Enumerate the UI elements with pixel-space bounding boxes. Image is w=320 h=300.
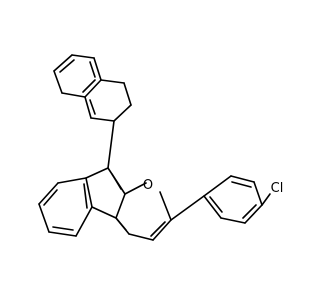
- bond-inner: [115, 217, 127, 231]
- bond: [85, 167, 109, 179]
- bond: [170, 195, 205, 221]
- bond: [115, 193, 126, 219]
- bond-inner: [89, 99, 96, 115]
- bond: [91, 206, 117, 219]
- bond: [84, 79, 102, 98]
- dihydronaphthalene-group: [53, 54, 132, 122]
- bond: [57, 177, 87, 184]
- bond-inner: [242, 204, 257, 219]
- bond: [100, 79, 125, 84]
- bond-inner: [83, 183, 88, 209]
- chlorine-atom-label: Cl: [271, 181, 284, 196]
- bond: [107, 120, 115, 169]
- bond: [253, 181, 263, 206]
- bond: [203, 175, 232, 197]
- bond: [113, 104, 132, 122]
- bond: [85, 177, 93, 208]
- bond: [123, 82, 132, 106]
- bond: [90, 117, 115, 122]
- bond: [159, 191, 172, 221]
- bond: [61, 92, 86, 98]
- bond: [93, 57, 102, 81]
- bond: [230, 175, 255, 183]
- bond-inner: [59, 59, 75, 73]
- bond: [220, 217, 246, 224]
- bond: [48, 231, 77, 237]
- bond: [75, 206, 93, 237]
- bond-inner: [43, 189, 58, 206]
- bond: [152, 219, 172, 241]
- bond-inner: [111, 173, 122, 190]
- bond-inner: [82, 79, 96, 93]
- bond: [53, 54, 73, 72]
- indenopyran-group: [38, 167, 172, 241]
- bond: [53, 70, 63, 94]
- bond: [71, 54, 95, 59]
- bond-inner: [89, 61, 96, 78]
- bond-inner: [150, 221, 166, 237]
- bond: [128, 233, 154, 241]
- bond-inner: [209, 196, 223, 213]
- bond: [203, 195, 222, 219]
- molecule-structure-diagram: O Cl: [38, 54, 284, 241]
- bond-inner: [231, 181, 252, 188]
- bond: [244, 204, 263, 224]
- bond: [84, 96, 92, 119]
- bond: [124, 182, 147, 195]
- chlorophenyl-group: [170, 175, 271, 224]
- bond: [38, 182, 59, 205]
- bond: [261, 193, 271, 206]
- oxygen-atom-label: O: [143, 178, 153, 193]
- bond: [38, 203, 50, 233]
- bond-inner: [52, 226, 74, 231]
